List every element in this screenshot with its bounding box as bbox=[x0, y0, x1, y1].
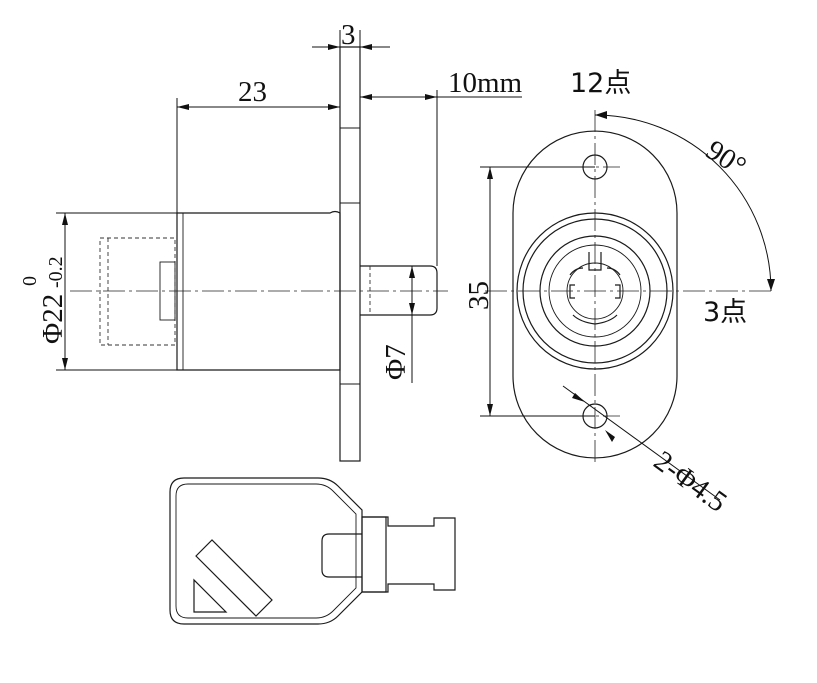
label-3-oclock: 3点 bbox=[703, 297, 747, 328]
front-view bbox=[485, 110, 775, 462]
cylinder-body bbox=[176, 210, 341, 371]
flange bbox=[339, 46, 361, 462]
dim-rotation-angle: 90° bbox=[594, 111, 775, 292]
pin bbox=[360, 265, 438, 316]
key-grip-stripe bbox=[195, 539, 273, 617]
dim-pin-length-label: 10mm bbox=[448, 67, 523, 99]
key-plug bbox=[99, 237, 176, 346]
dim-body-diameter: Φ22 0 -0.2 bbox=[19, 212, 177, 371]
dim-flange-thickness: 3 bbox=[312, 19, 390, 51]
dim-holes-callout-label: 2-Φ4.5 bbox=[648, 445, 733, 519]
key-grip-triangle bbox=[193, 578, 228, 613]
flange-outline bbox=[512, 130, 678, 459]
dim-hole-spacing: 35 bbox=[463, 166, 595, 417]
dim-body-diameter-tol-upper: 0 bbox=[19, 276, 41, 286]
dim-pin-diameter-label: Φ7 bbox=[380, 344, 412, 380]
dim-body-diameter-label: Φ22 bbox=[37, 294, 69, 344]
dim-body-length: 23 bbox=[176, 76, 340, 213]
key-head bbox=[169, 477, 363, 625]
key bbox=[169, 477, 456, 625]
dim-pin-length: 10mm bbox=[360, 67, 523, 266]
key-blade-notch bbox=[321, 533, 362, 578]
side-view bbox=[70, 46, 448, 462]
label-12-oclock: 12点 bbox=[570, 68, 631, 99]
dim-hole-spacing-label: 35 bbox=[463, 281, 495, 310]
dim-body-diameter-tol-lower: -0.2 bbox=[45, 256, 67, 288]
dim-body-length-label: 23 bbox=[238, 76, 267, 108]
dim-pin-diameter: Φ7 bbox=[380, 266, 415, 383]
dim-flange-thickness-label: 3 bbox=[341, 19, 356, 51]
key-blade bbox=[362, 516, 456, 593]
dim-rotation-angle-label: 90° bbox=[700, 134, 751, 183]
